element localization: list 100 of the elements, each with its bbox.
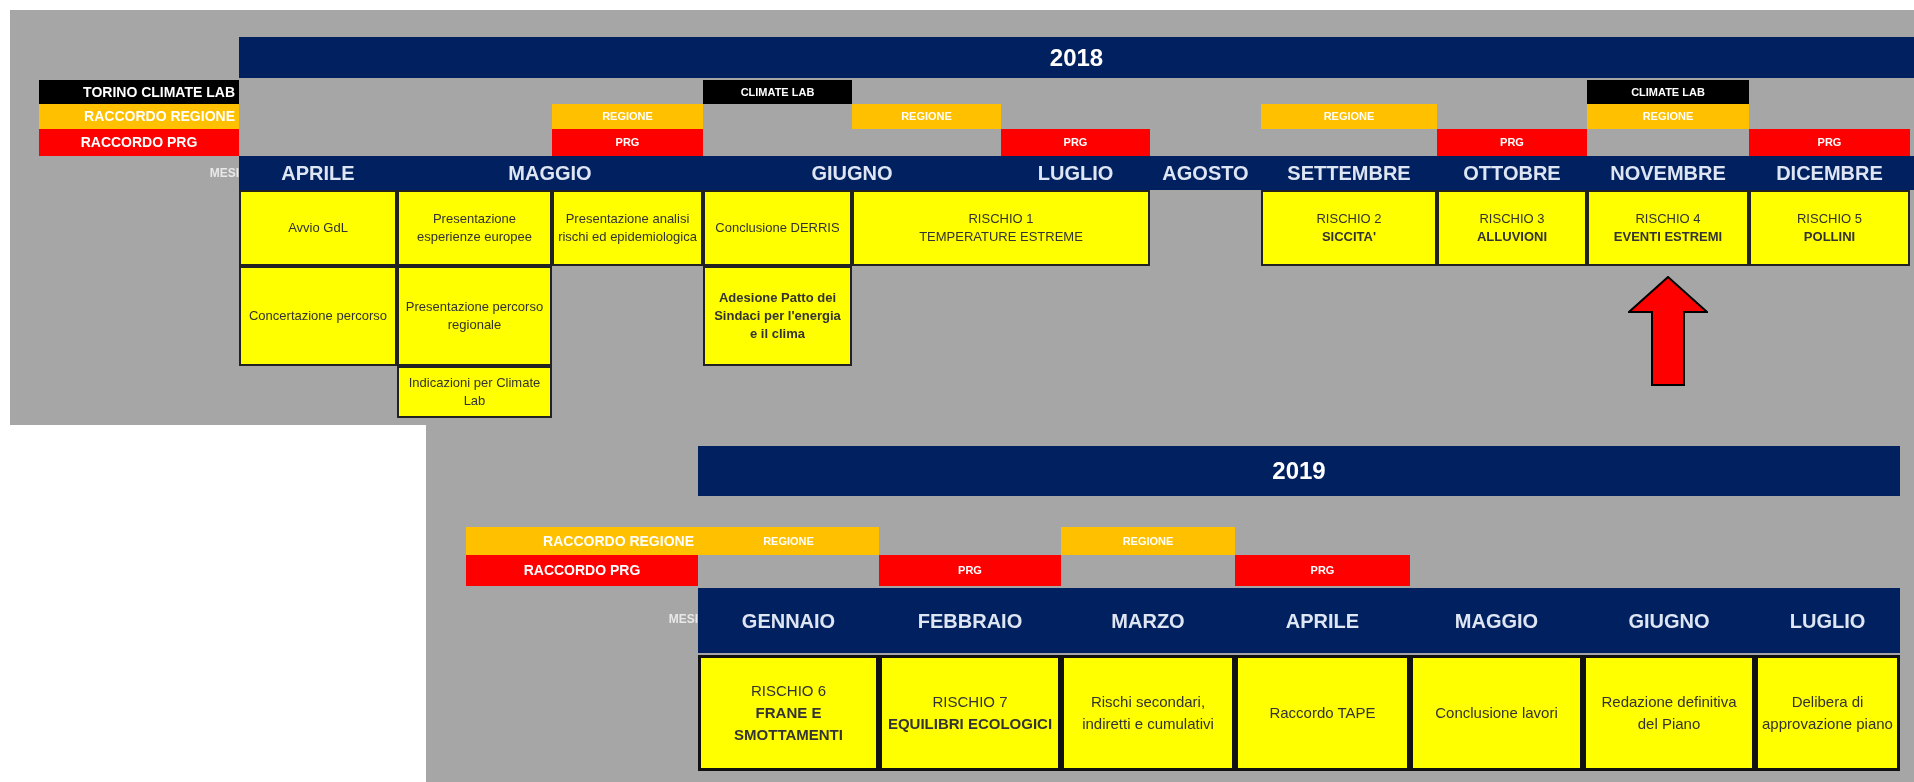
cell-text: LUGLIO	[1789, 608, 1866, 634]
cell-text: APRILE	[1285, 608, 1360, 634]
timeline-cell	[1001, 129, 1150, 156]
task-text: RISCHIO 1	[968, 210, 1034, 228]
cell-text: Raccordo TAPE	[1269, 703, 1376, 723]
task-box	[1061, 655, 1235, 771]
cell-text: Conclusione DERRIS	[715, 219, 840, 237]
task-box	[397, 366, 552, 418]
cell-text: PRG	[1500, 135, 1524, 151]
cell-text: DICEMBRE	[1776, 161, 1883, 186]
task-text: FRANE E SMOTTAMENTI	[733, 703, 844, 745]
task-text: RISCHIO 7	[932, 692, 1008, 712]
task-box	[703, 190, 852, 266]
task-box	[1235, 655, 1410, 771]
timeline-cell	[552, 104, 703, 129]
task-box	[239, 266, 397, 366]
cell-text: PRG	[1817, 135, 1842, 151]
task-text: EVENTI ESTREMI	[1613, 228, 1723, 246]
cell-text: CLIMATE LAB	[1631, 84, 1705, 100]
task-box	[698, 655, 879, 771]
task-box	[1755, 655, 1900, 771]
task-box	[1410, 655, 1583, 771]
task-box	[879, 655, 1061, 771]
task-box	[1583, 655, 1755, 771]
cell-text: PRG	[615, 135, 640, 151]
task-text: SICCITA'	[1321, 228, 1377, 246]
month-header-bar	[239, 156, 1914, 190]
row-label: MESI	[208, 165, 239, 182]
cell-text: OTTOBRE	[1463, 161, 1561, 186]
row-label	[466, 555, 698, 586]
timeline-cell	[1749, 129, 1910, 156]
task-text: TEMPERATURE ESTREME	[919, 228, 1083, 246]
row-label	[39, 104, 239, 129]
cell-text: FEBBRAIO	[917, 608, 1023, 634]
cell-text: REGIONE	[602, 109, 653, 125]
cell-text: Presentazione esperienze europee	[416, 210, 533, 246]
row-label	[39, 80, 239, 104]
task-box	[397, 266, 552, 366]
cell-text: REGIONE	[1642, 109, 1694, 125]
task-text: ALLUVIONI	[1476, 228, 1548, 246]
cell-text: REGIONE	[1323, 109, 1375, 125]
cell-text: MARZO	[1111, 608, 1185, 634]
cell-text: Avvio GdL	[288, 219, 348, 237]
task-box	[552, 190, 703, 266]
row-label	[39, 129, 239, 156]
cell-text: SETTEMBRE	[1287, 161, 1411, 186]
cell-text: Conclusione lavori	[1435, 703, 1558, 723]
cell-text: Indicazioni per Climate Lab	[407, 374, 542, 410]
task-box	[703, 266, 852, 366]
cell-text: GIUGNO	[811, 161, 893, 186]
timeline-cell	[1235, 555, 1410, 586]
cell-text: GIUGNO	[1628, 608, 1710, 634]
cell-text: 2019	[1272, 456, 1326, 486]
timeline-cell	[552, 129, 703, 156]
cell-text: RACCORDO PRG	[80, 133, 198, 152]
task-text: RISCHIO 2	[1316, 210, 1382, 228]
cell-text: APRILE	[281, 161, 355, 186]
cell-text: NOVEMBRE	[1610, 161, 1726, 186]
cell-text: REGIONE	[763, 533, 814, 549]
cell-text: Delibera di approvazione piano	[1762, 692, 1893, 734]
cell-text: Presentazione percorso regionale	[404, 298, 545, 334]
task-text: POLLINI	[1803, 228, 1856, 246]
task-box	[1437, 190, 1587, 266]
year-header-bar	[239, 37, 1914, 78]
cell-text: REGIONE	[1122, 533, 1174, 549]
cell-text: Concertazione percorso	[249, 307, 387, 325]
cell-text: RACCORDO PRG	[523, 561, 641, 580]
task-text: RISCHIO 6	[751, 681, 826, 701]
timeline-cell	[703, 80, 852, 104]
timeline-cell	[1587, 80, 1749, 104]
timeline-cell	[879, 555, 1061, 586]
year-header-bar	[698, 446, 1900, 496]
task-text: RISCHIO 5	[1797, 210, 1862, 228]
cell-text: Presentazione analisi rischi ed epidemiologica	[558, 210, 697, 246]
timeline-cell	[1437, 129, 1587, 156]
cell-text: 2018	[1049, 42, 1104, 73]
cell-text: MAGGIO	[1454, 608, 1539, 634]
task-box	[1587, 190, 1749, 266]
cell-text: CLIMATE LAB	[740, 84, 815, 100]
cell-text: RACCORDO REGIONE	[84, 107, 235, 126]
timeline-cell	[1061, 527, 1235, 555]
cell-text: Adesione Patto dei Sindaci per l'energia e il clima	[713, 289, 842, 343]
cell-text: TORINO CLIMATE LAB	[83, 82, 235, 102]
task-box	[239, 190, 397, 266]
task-text: EQUILIBRI ECOLOGICI	[887, 714, 1053, 734]
task-box	[1261, 190, 1437, 266]
task-box	[397, 190, 552, 266]
task-text: RISCHIO 3	[1479, 210, 1545, 228]
row-label	[466, 527, 698, 555]
timeline-cell	[698, 527, 879, 555]
timeline-cell	[1261, 104, 1437, 129]
cell-text: RACCORDO REGIONE	[543, 531, 694, 551]
cell-text: AGOSTO	[1162, 161, 1249, 186]
cell-text: MAGGIO	[508, 161, 592, 186]
cell-text: Redazione definitiva del Piano	[1600, 692, 1738, 734]
cell-text: REGIONE	[901, 109, 952, 125]
row-label: MESI	[667, 611, 698, 628]
cell-text: GENNAIO	[741, 608, 836, 634]
month-header-bar	[698, 588, 1900, 653]
task-box	[1749, 190, 1910, 266]
